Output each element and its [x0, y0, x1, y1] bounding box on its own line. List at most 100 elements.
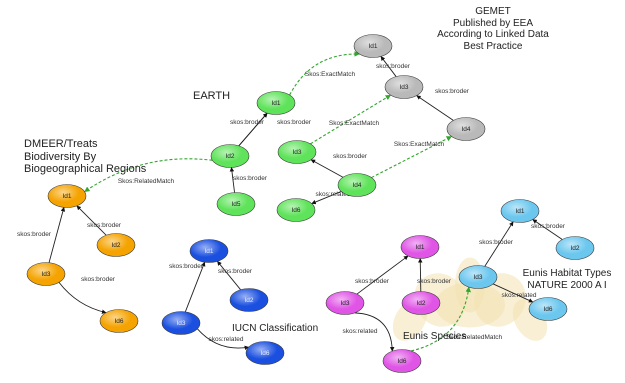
edge-line: [238, 112, 268, 147]
edge-label: skos:broder: [376, 63, 411, 70]
edge-label: skos:broder: [333, 153, 368, 160]
node-highlight: [97, 233, 135, 257]
node-h3[interactable]: Id3: [458, 265, 498, 289]
edge-line: [380, 56, 397, 77]
node-label: Id1: [415, 244, 424, 251]
node-s6[interactable]: Id6: [382, 349, 422, 373]
node-label: Id3: [473, 274, 482, 281]
node-i6[interactable]: Id6: [245, 341, 285, 365]
node-s1[interactable]: Id1: [400, 235, 440, 259]
node-label: Id6: [397, 358, 406, 365]
node-label: Id6: [291, 207, 300, 214]
edge-label: Skos:ExactMatch: [305, 71, 356, 78]
node-label: Id3: [399, 84, 408, 91]
node-label: Id2: [111, 242, 120, 249]
edge-line: [197, 328, 250, 351]
edge-line: [184, 261, 206, 312]
node-highlight: [217, 192, 255, 216]
edge-line: [484, 221, 514, 267]
node-h2[interactable]: Id2: [555, 236, 595, 260]
node-label: Id5: [231, 201, 240, 208]
node-e1[interactable]: Id1: [256, 91, 296, 115]
node-label: Id6: [260, 350, 269, 357]
edge-label: skos:broder: [531, 223, 566, 230]
edge-line: [217, 260, 241, 290]
edge-line: [492, 283, 534, 303]
node-highlight: [230, 288, 268, 312]
node-s2[interactable]: Id2: [401, 291, 441, 315]
node-highlight: [211, 144, 249, 168]
edge-line: [76, 205, 107, 236]
edges-layer: skos:broderskos:broderSkos:ExactMatchSko…: [17, 51, 566, 352]
edge-label: Skos:RelatedMatch: [446, 334, 503, 341]
node-e3[interactable]: Id3: [277, 140, 317, 164]
edge-label: skos:broder: [218, 268, 253, 275]
node-e6[interactable]: Id6: [276, 198, 316, 222]
edge-label: skos:broder: [479, 239, 514, 246]
edge-line: [289, 51, 360, 96]
node-label: Id2: [244, 297, 253, 304]
edge-line: [310, 94, 392, 145]
node-e5[interactable]: Id5: [216, 192, 256, 216]
node-highlight: [162, 311, 200, 335]
node-label: Id3: [340, 300, 349, 307]
node-highlight: [501, 199, 539, 223]
node-highlight: [402, 291, 440, 315]
node-highlight: [190, 239, 228, 263]
node-label: Id3: [176, 320, 185, 327]
node-h1[interactable]: Id1: [500, 199, 540, 223]
edge-line: [532, 219, 563, 240]
node-d1[interactable]: Id1: [47, 184, 87, 208]
node-d3[interactable]: Id3: [26, 262, 66, 286]
edge-line: [48, 206, 66, 263]
title-iucn: IUCN Classification: [232, 323, 319, 334]
edge-line: [416, 95, 454, 121]
edge-line: [354, 312, 395, 352]
node-highlight: [246, 341, 284, 365]
node-highlight: [278, 140, 316, 164]
node-g3[interactable]: Id3: [384, 75, 424, 99]
node-label: Id1: [62, 193, 71, 200]
node-i2[interactable]: Id2: [229, 288, 269, 312]
node-d2[interactable]: Id2: [96, 233, 136, 257]
edge-label: skos:broder: [355, 278, 390, 285]
node-e2[interactable]: Id2: [210, 144, 250, 168]
node-g4[interactable]: Id4: [446, 117, 486, 141]
node-h6[interactable]: Id6: [528, 297, 568, 321]
node-highlight: [459, 265, 497, 289]
node-highlight: [447, 117, 485, 141]
node-highlight: [383, 349, 421, 373]
edge-line: [229, 167, 236, 193]
nodes-layer: Id1Id3Id4Id1Id2Id3Id4Id5Id6Id1Id2Id3Id6I…: [26, 34, 595, 373]
edge-label: skos:broder: [17, 231, 52, 238]
title-eunis-species: Eunis Species: [403, 331, 467, 342]
node-s3[interactable]: Id3: [325, 291, 365, 315]
node-i1[interactable]: Id1: [189, 239, 229, 263]
node-highlight: [529, 297, 567, 321]
edge-label: skos:related: [501, 292, 536, 299]
edge-line: [310, 159, 344, 178]
edge-label: skos:broder: [417, 278, 452, 285]
node-highlight: [556, 236, 594, 260]
edge-label: skos:related: [315, 191, 350, 198]
edge-label: skos:broder: [435, 88, 470, 95]
node-highlight: [48, 184, 86, 208]
node-highlight: [354, 34, 392, 58]
title-earth: EARTH: [193, 90, 231, 102]
title-gemet: GEMET Published by EEA According to Link…: [437, 6, 549, 52]
node-label: Id1: [515, 208, 524, 215]
node-highlight: [100, 309, 138, 333]
edge-label: skos:broder: [230, 119, 265, 126]
edge-label: skos:broder: [81, 276, 116, 283]
node-label: Id3: [292, 149, 301, 156]
node-g1[interactable]: Id1: [353, 34, 393, 58]
edge-label: Skos:ExactMatch: [394, 141, 445, 148]
edge-line: [311, 191, 342, 205]
node-i3[interactable]: Id3: [161, 311, 201, 335]
node-label: Id6: [114, 318, 123, 325]
edge-label: Skos:ExactMatch: [329, 120, 380, 127]
node-e4[interactable]: Id4: [337, 173, 377, 197]
node-d6[interactable]: Id6: [99, 309, 139, 333]
node-highlight: [385, 75, 423, 99]
